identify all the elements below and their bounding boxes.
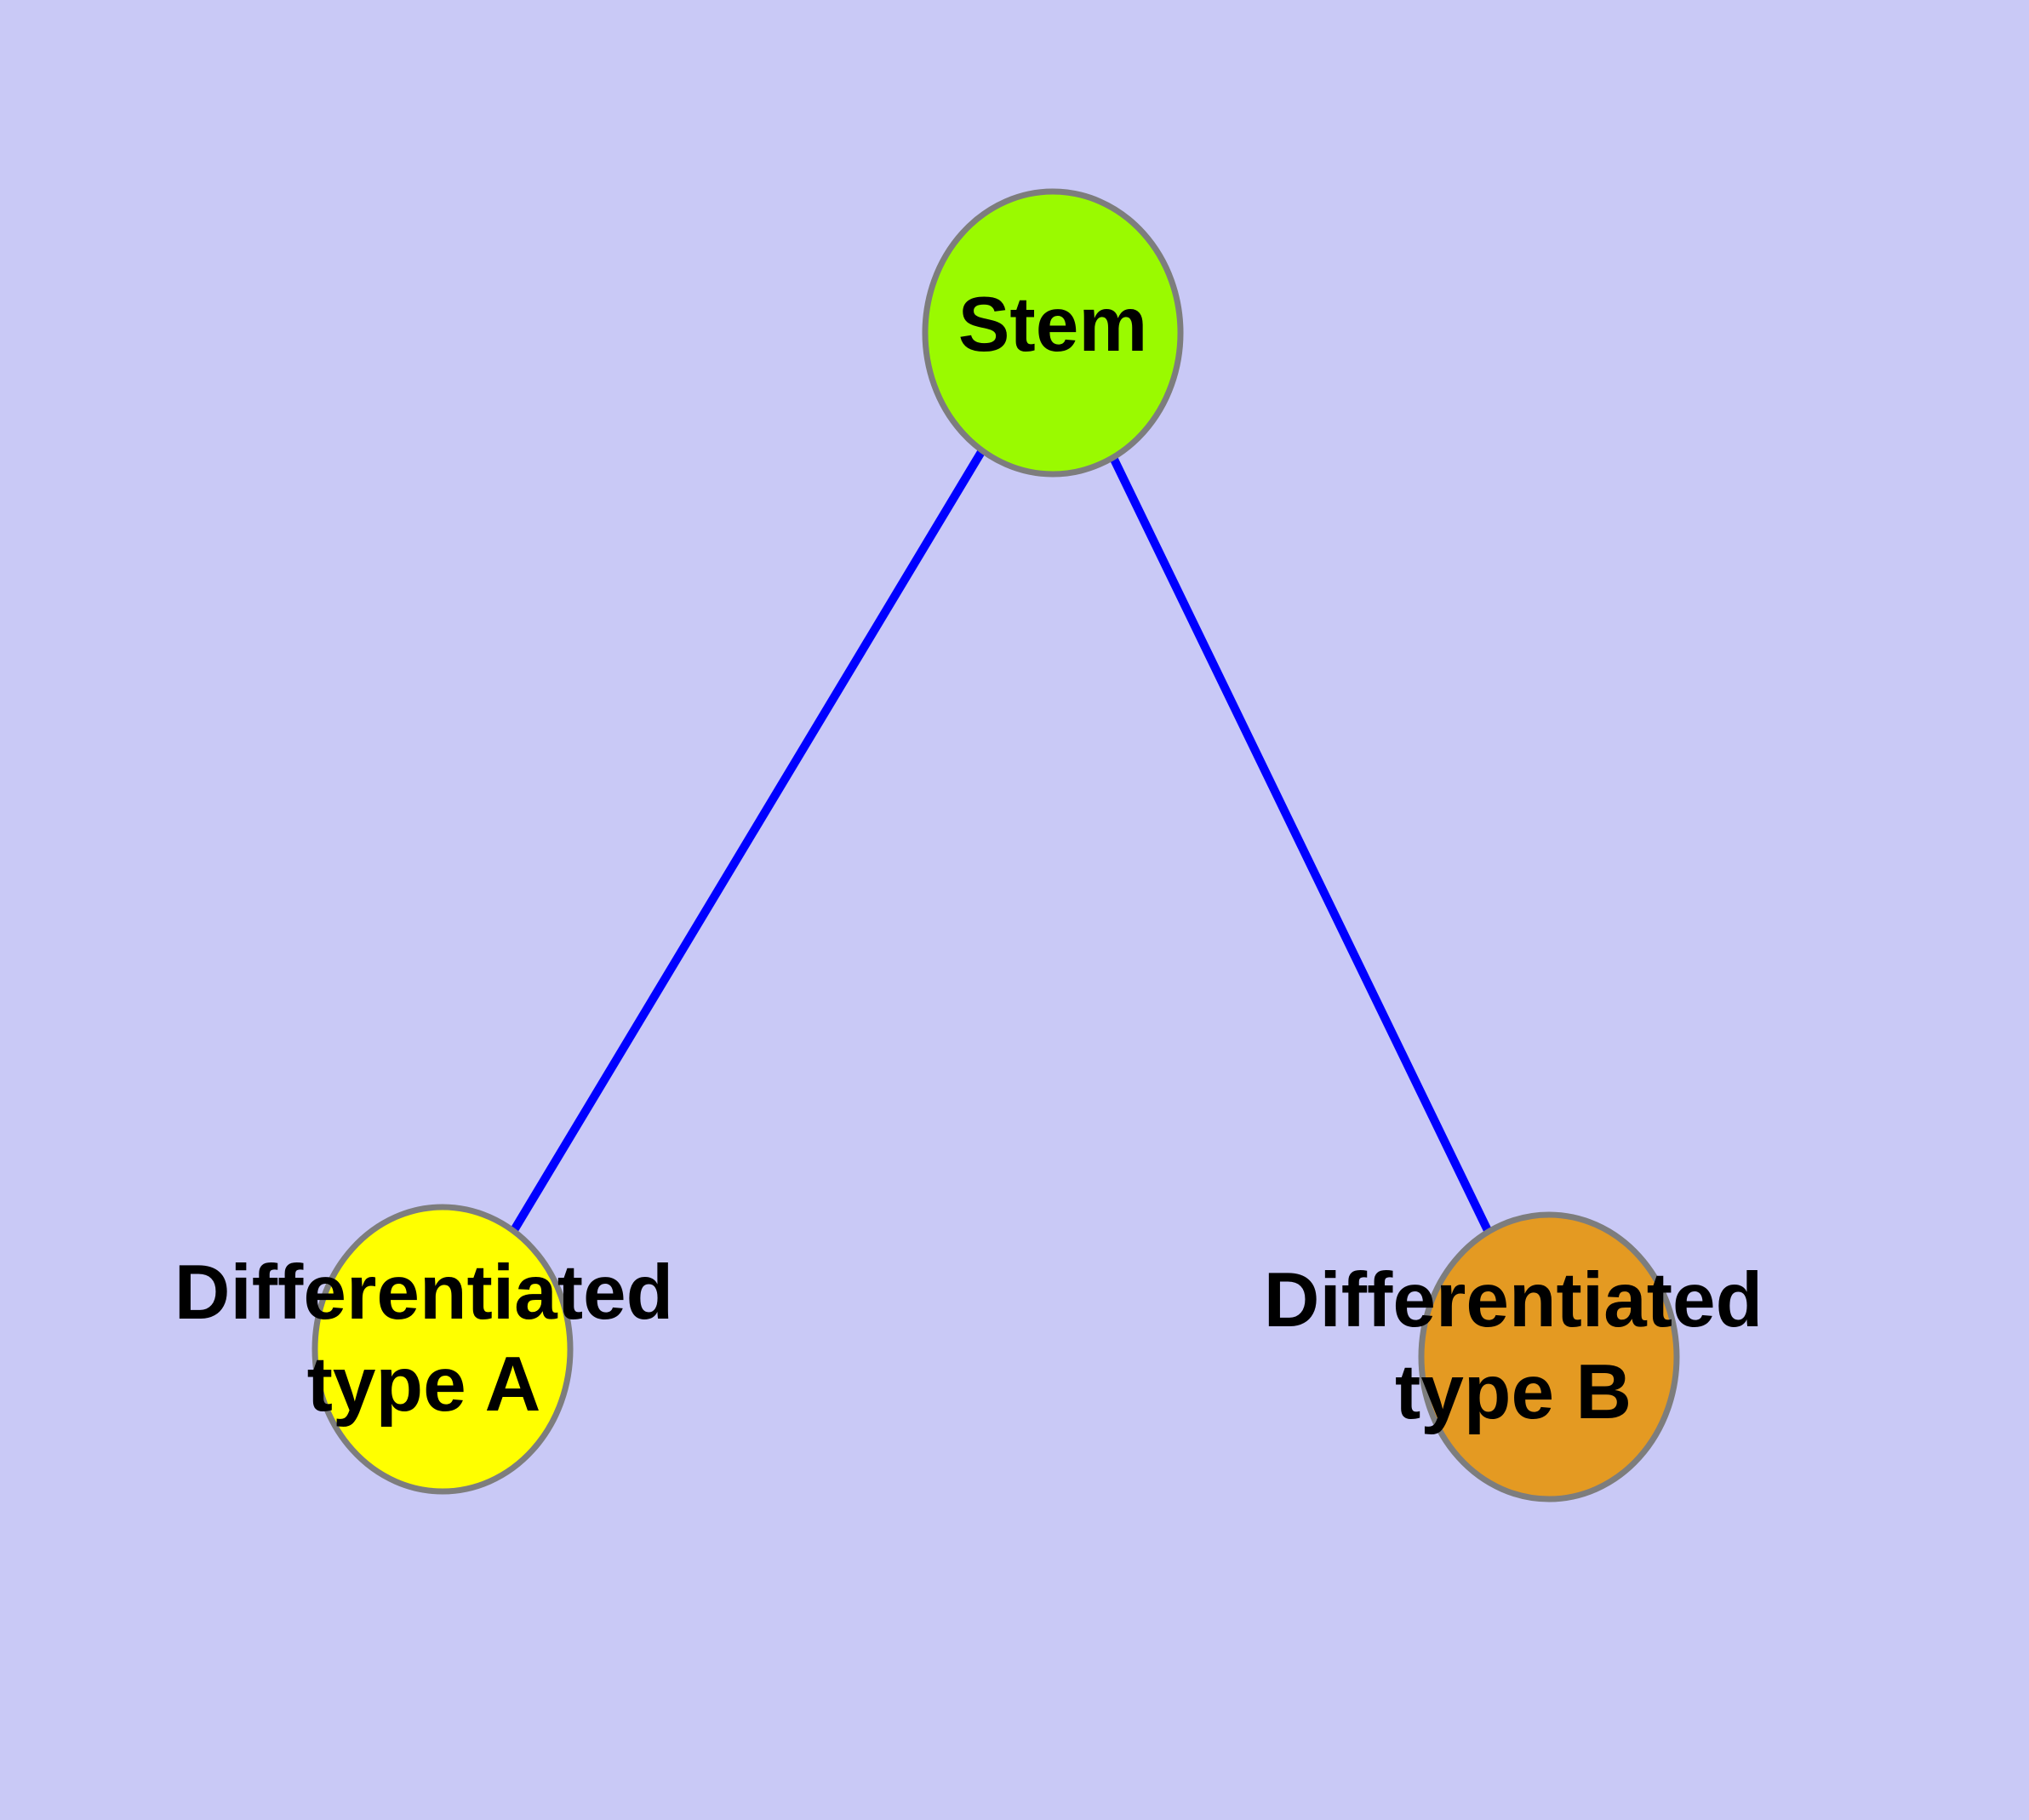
- node-stem-label: Stem: [958, 282, 1148, 368]
- node-differentiated-type-b[interactable]: [1418, 1211, 1680, 1502]
- node-stem[interactable]: [922, 188, 1184, 478]
- edge-stem-to-type-b: [1049, 330, 1553, 1359]
- node-type-b-label-line2: type B: [1395, 1349, 1632, 1435]
- node-type-b-label-line1: Differentiated: [1264, 1257, 1763, 1343]
- node-differentiated-type-a[interactable]: [311, 1204, 574, 1495]
- node-type-a-label-line2: type A: [307, 1342, 541, 1428]
- edge-stem-to-type-a: [438, 330, 1057, 1352]
- node-type-a-label-line1: Differentiated: [174, 1250, 674, 1336]
